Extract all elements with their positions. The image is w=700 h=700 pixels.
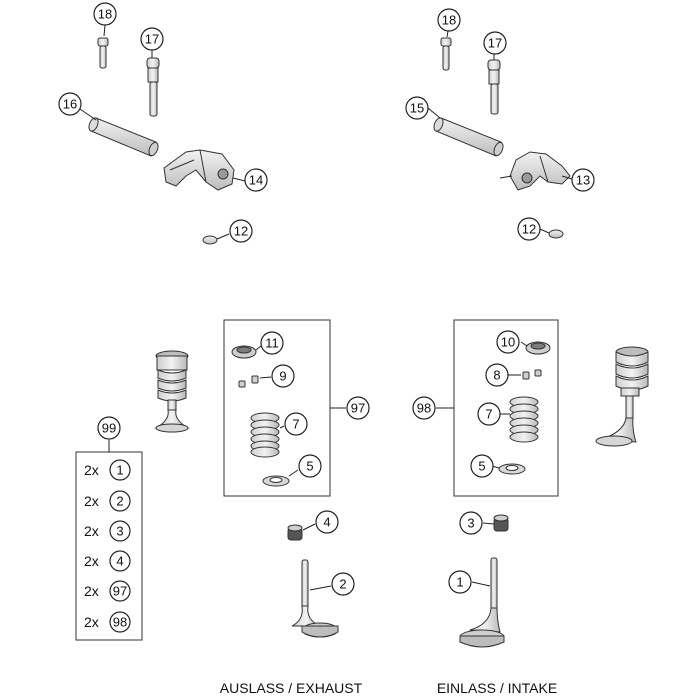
kit-ref-98: 98 — [109, 611, 131, 633]
callout-9: 9 — [271, 364, 295, 388]
exhaust-valve-2 — [291, 559, 339, 638]
svg-text:7: 7 — [292, 417, 299, 432]
svg-text:9: 9 — [279, 369, 286, 384]
callout-99: 99 — [97, 416, 121, 440]
spring-seat-5-exhaust — [262, 475, 290, 487]
callout-2: 2 — [331, 572, 355, 596]
valve-assembly-intake — [595, 346, 649, 447]
svg-text:18: 18 — [98, 7, 112, 22]
kit-qty-4: 2x — [84, 553, 99, 569]
kit-qty-98: 2x — [84, 614, 99, 630]
kit-qty-97: 2x — [84, 583, 99, 599]
svg-text:1: 1 — [116, 463, 123, 478]
kit-ref-1: 1 — [109, 459, 131, 481]
callout-18-left: 18 — [93, 2, 117, 26]
svg-text:5: 5 — [478, 459, 485, 474]
bolt-18-right — [440, 37, 452, 71]
callout-5-intake: 5 — [470, 454, 494, 478]
svg-text:17: 17 — [488, 36, 502, 51]
svg-text:1: 1 — [456, 575, 463, 590]
svg-text:5: 5 — [306, 459, 313, 474]
callout-14: 14 — [244, 168, 268, 192]
svg-text:7: 7 — [485, 407, 492, 422]
kit-qty-1: 2x — [84, 462, 99, 478]
caption-intake: EINLASS / INTAKE — [437, 680, 557, 696]
callout-97: 97 — [346, 396, 370, 420]
kit-qty-3: 2x — [84, 523, 99, 539]
callout-12-right: 12 — [517, 217, 541, 241]
svg-text:2: 2 — [339, 577, 346, 592]
shaft-bolt-17-left — [146, 57, 160, 117]
valve-assembly-exhaust — [154, 350, 190, 433]
callout-16: 16 — [58, 92, 82, 116]
callout-8: 8 — [485, 363, 509, 387]
callout-7-intake: 7 — [477, 402, 501, 426]
svg-text:11: 11 — [265, 336, 279, 351]
svg-text:16: 16 — [63, 97, 77, 112]
valve-stem-seal-3 — [493, 514, 509, 532]
rocker-shaft-15 — [433, 117, 504, 157]
callout-3: 3 — [459, 511, 483, 535]
callout-4: 4 — [315, 510, 339, 534]
kit-qty-2: 2x — [84, 493, 99, 509]
callout-11: 11 — [260, 331, 284, 355]
callout-17-right: 17 — [483, 31, 507, 55]
spring-retainer-10 — [525, 341, 551, 355]
svg-text:14: 14 — [249, 173, 263, 188]
kit-ref-3: 3 — [109, 520, 131, 542]
rocker-shaft-16 — [88, 117, 159, 157]
svg-text:99: 99 — [102, 421, 116, 436]
svg-text:12: 12 — [522, 222, 536, 237]
kit-ref-4: 4 — [109, 550, 131, 572]
callout-17-left: 17 — [140, 27, 164, 51]
callout-12-left: 12 — [229, 219, 253, 243]
callout-7-exhaust: 7 — [284, 412, 308, 436]
svg-text:4: 4 — [116, 554, 123, 569]
valve-keepers-9 — [238, 375, 259, 388]
spring-seat-5-intake — [498, 463, 526, 475]
callout-18-right: 18 — [437, 8, 461, 32]
svg-text:17: 17 — [145, 32, 159, 47]
svg-text:2: 2 — [116, 494, 123, 509]
valve-spring-7-exhaust — [250, 412, 280, 458]
valve-pad-12-left — [202, 235, 218, 245]
kit-list-box-99 — [75, 451, 143, 641]
callout-1: 1 — [448, 570, 472, 594]
callout-15: 15 — [405, 96, 429, 120]
callout-5-exhaust: 5 — [298, 454, 322, 478]
bolt-18-left — [97, 37, 109, 69]
svg-text:8: 8 — [493, 368, 500, 383]
kit-ref-97: 97 — [109, 580, 131, 602]
svg-text:3: 3 — [116, 524, 123, 539]
rocker-arm-14 — [163, 149, 235, 191]
svg-text:13: 13 — [576, 173, 590, 188]
svg-text:12: 12 — [234, 224, 248, 239]
svg-text:4: 4 — [323, 515, 330, 530]
callout-13: 13 — [571, 168, 595, 192]
svg-text:97: 97 — [351, 401, 365, 416]
intake-valve-1 — [459, 557, 505, 648]
kit-ref-2: 2 — [109, 490, 131, 512]
caption-exhaust: AUSLASS / EXHAUST — [220, 680, 363, 696]
valve-spring-7-intake — [509, 396, 539, 443]
svg-text:15: 15 — [410, 101, 424, 116]
valve-pad-12-right — [548, 229, 564, 239]
svg-text:97: 97 — [113, 584, 127, 599]
svg-text:98: 98 — [113, 615, 127, 630]
callout-10: 10 — [496, 330, 520, 354]
callout-98: 98 — [412, 396, 436, 420]
svg-text:98: 98 — [417, 401, 431, 416]
spring-retainer-11 — [231, 345, 257, 359]
svg-text:18: 18 — [442, 13, 456, 28]
rocker-arm-13 — [509, 151, 571, 191]
valve-stem-seal-4 — [287, 524, 303, 541]
svg-text:10: 10 — [501, 335, 515, 350]
shaft-bolt-17-right — [487, 59, 501, 115]
valve-keepers-8 — [522, 369, 542, 380]
kit-list: 2x 1 2x 2 2x 3 2x 4 2x 97 2x 98 — [84, 459, 131, 633]
svg-text:3: 3 — [467, 516, 474, 531]
